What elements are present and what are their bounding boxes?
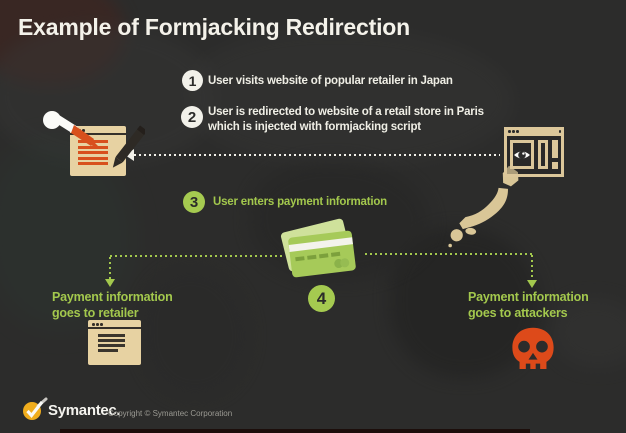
redirect-dotted-line bbox=[134, 154, 500, 156]
to-retailer-dotted-line bbox=[110, 255, 282, 257]
step-3-text: User enters payment information bbox=[213, 196, 388, 208]
browser-titlebar bbox=[504, 127, 564, 136]
step-3-badge: 3 bbox=[183, 191, 205, 213]
document-lines-icon bbox=[98, 334, 125, 354]
titlebar-right-dot-icon bbox=[558, 130, 561, 133]
browser-titlebar bbox=[88, 320, 141, 329]
titlebar-dots-icon bbox=[92, 323, 95, 326]
eye-panel bbox=[510, 140, 534, 169]
redirect-arrowhead-icon bbox=[125, 149, 134, 161]
card-logo-circle bbox=[339, 257, 350, 268]
step-1-badge: 1 bbox=[182, 70, 203, 91]
step-2-badge: 2 bbox=[181, 106, 203, 128]
page-title: Example of Formjacking Redirection bbox=[18, 14, 410, 40]
attackers-outcome-label: Payment information goes to attackers bbox=[468, 290, 589, 321]
map-blob-red bbox=[0, 0, 125, 85]
exclamation-dot-icon bbox=[552, 162, 558, 169]
eye-icon bbox=[514, 150, 530, 159]
card-stripe bbox=[288, 237, 354, 252]
map-blob-south-america bbox=[140, 268, 250, 398]
to-retailer-arrowhead-icon bbox=[105, 279, 115, 287]
syringe-and-pencil-icon bbox=[43, 111, 145, 168]
step-1-text: User visits website of popular retailer … bbox=[208, 75, 453, 87]
copyright-text: Copyright © Symantec Corporation bbox=[108, 409, 233, 418]
symantec-logo-icon bbox=[23, 397, 48, 420]
to-attackers-arrowhead-icon bbox=[527, 280, 537, 288]
retailer-outcome-label: Payment information goes to retailer bbox=[52, 290, 173, 321]
brand-name: Symantec. bbox=[48, 402, 121, 419]
retailer-website-icon bbox=[504, 127, 564, 177]
to-retailer-dotted-line-vertical bbox=[109, 257, 111, 279]
bottom-strip bbox=[60, 429, 530, 433]
skull-icon bbox=[512, 327, 554, 370]
step-2-text: User is redirected to website of a retai… bbox=[208, 106, 484, 133]
injected-website-icon bbox=[40, 108, 145, 188]
retailer-browser-icon bbox=[88, 320, 141, 365]
card-number-dashes bbox=[295, 251, 341, 261]
credit-card-front bbox=[287, 230, 357, 278]
titlebar-dots-icon bbox=[508, 130, 511, 133]
exclamation-bar-icon bbox=[552, 140, 558, 158]
credit-card-icon bbox=[277, 217, 367, 287]
to-attackers-dotted-line-vertical bbox=[531, 255, 533, 280]
layout-panel bbox=[538, 140, 548, 169]
to-attackers-dotted-line bbox=[365, 253, 533, 255]
map-blob-eurasia bbox=[185, 28, 515, 168]
step-4-badge: 4 bbox=[308, 285, 335, 312]
